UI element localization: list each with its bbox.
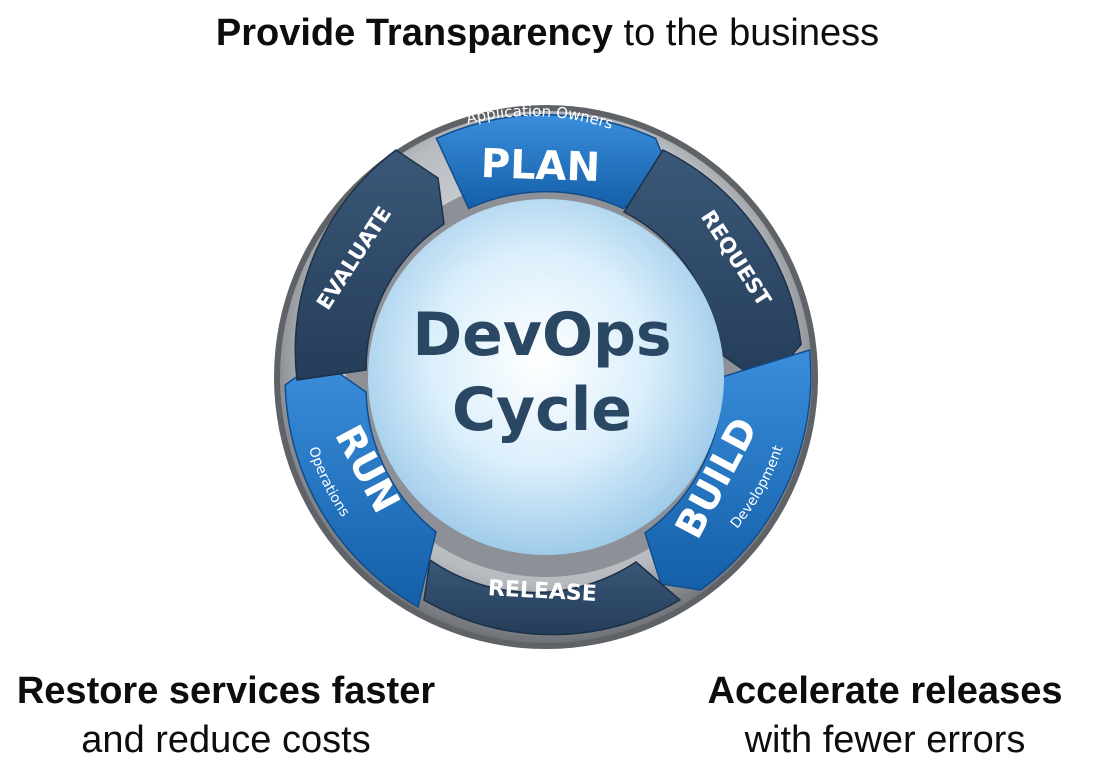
bottom-right-line1: Accelerate releases xyxy=(707,670,1063,712)
center-disc xyxy=(368,199,724,555)
center-title-line1: DevOps xyxy=(412,300,671,370)
bottom-right-caption: Accelerate releases with fewer errors xyxy=(690,668,1080,766)
bottom-left-caption: Restore services faster and reduce costs xyxy=(0,668,452,766)
segment-build xyxy=(644,349,812,591)
segment-release xyxy=(423,558,682,636)
top-caption: Provide Transparency to the business xyxy=(0,12,1095,55)
bottom-right-line2: with fewer errors xyxy=(744,719,1026,761)
release-label: RELEASE xyxy=(487,576,597,607)
segment-run xyxy=(284,359,437,609)
top-caption-rest: to the business xyxy=(612,12,880,54)
plan-label: PLAN xyxy=(480,141,601,191)
center-title-line2: Cycle xyxy=(452,375,632,445)
bottom-left-line1: Restore services faster xyxy=(16,670,436,712)
top-caption-bold: Provide Transparency xyxy=(215,12,613,54)
segment-evaluate xyxy=(294,149,445,381)
bottom-left-line2: and reduce costs xyxy=(81,719,371,761)
